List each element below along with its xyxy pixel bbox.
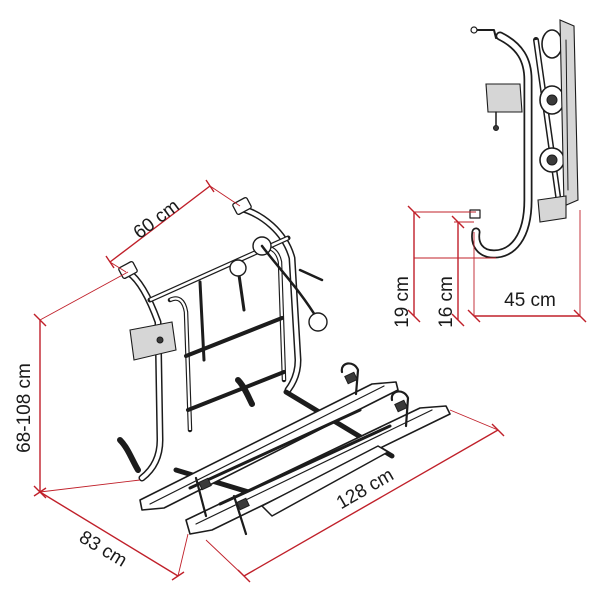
dim-length-ext-b [449,409,499,431]
wheel-rail-back-edge [149,385,385,505]
wheel-holder-back-1 [340,362,360,396]
dim-width-top: 60 cm [105,179,241,273]
holder-arm-3 [260,244,320,322]
mid-cross-tube [184,316,284,358]
dim-width-top-label: 60 cm [130,196,184,244]
dim-length-line [243,429,499,577]
dim-depth-ext-a [39,479,141,493]
dim-side-45: 45 cm [467,210,587,323]
side-folded-rail-line [565,39,569,191]
dim-side-19-tick-b [407,309,421,323]
dim-side-19-label: 19 cm [392,276,413,328]
platform-bar-2 [218,424,392,506]
side-lock-knob [493,125,499,131]
inner-frame-left-inner [169,297,192,431]
dim-width-top-ext-b [209,185,241,207]
dim-side-16-tick-a [451,215,465,229]
side-hub-mid [546,94,558,106]
dim-side-19-tick-a [407,205,421,219]
side-view-illustration [469,19,579,259]
side-top-mount-bolt [470,26,478,34]
dim-side-45-label: 45 cm [504,290,556,311]
lock-box [129,321,177,361]
right-top-bracket [232,197,252,215]
dim-height-label: 68-108 cm [14,363,35,453]
right-frame-tube-inner [238,206,301,392]
lower-cross-tube [186,370,286,412]
folding-bracket [261,445,389,517]
dim-depth-label: 83 cm [75,527,130,572]
left-frame-tube-outer [124,268,164,482]
dim-length-ext-a [205,539,245,577]
holder-strap [298,268,324,282]
wheel-holder-front-1 [390,390,410,428]
wheel-rail-front-edge [195,409,433,525]
side-bottom-bracket [537,195,567,223]
dim-side-16-tick-b [451,313,465,327]
side-j-tube-inner [472,33,531,257]
wheel-rail-front [185,405,451,535]
buckle-4 [394,399,408,413]
dim-side-19: 19 cm [392,205,421,328]
dim-depth-line [39,491,179,577]
lock-keyhole [156,336,164,344]
side-lock-box [485,83,523,113]
buckle-2 [236,497,250,511]
dim-side-16: 16 cm [436,215,465,328]
left-lower-foot [117,437,141,473]
right-frame-tube-outer [236,204,302,394]
left-frame-tube-inner [126,270,163,480]
dim-height-ext-a [39,271,129,321]
buckle-3 [344,371,358,385]
holder-clamp-1 [229,259,247,277]
side-folded-rail [559,19,579,207]
right-lower-foot [235,377,255,407]
side-wheel-holder-top [541,29,563,59]
holder-arm-1 [198,280,206,362]
main-rack-illustration [117,197,451,536]
dim-depth-ext-b [177,533,189,577]
dim-width-top-ext-a [109,261,127,273]
side-mount-tab [469,209,481,219]
side-inner-tube-inner [534,39,562,211]
side-top-mount [473,29,497,39]
wheel-rail-back [139,381,399,511]
side-hub-low [546,154,558,166]
buckle-1 [198,477,212,491]
dim-width-top-line [109,185,211,263]
wheel-holder-front-2 [232,494,248,536]
dim-height: 68-108 cm [14,271,129,499]
dim-side-16-label: 16 cm [436,276,457,328]
holder-clamp-3 [308,312,328,332]
platform-bar-1 [188,408,362,490]
wheel-holder-back-2 [194,476,208,518]
side-j-tube-outer [471,31,533,259]
